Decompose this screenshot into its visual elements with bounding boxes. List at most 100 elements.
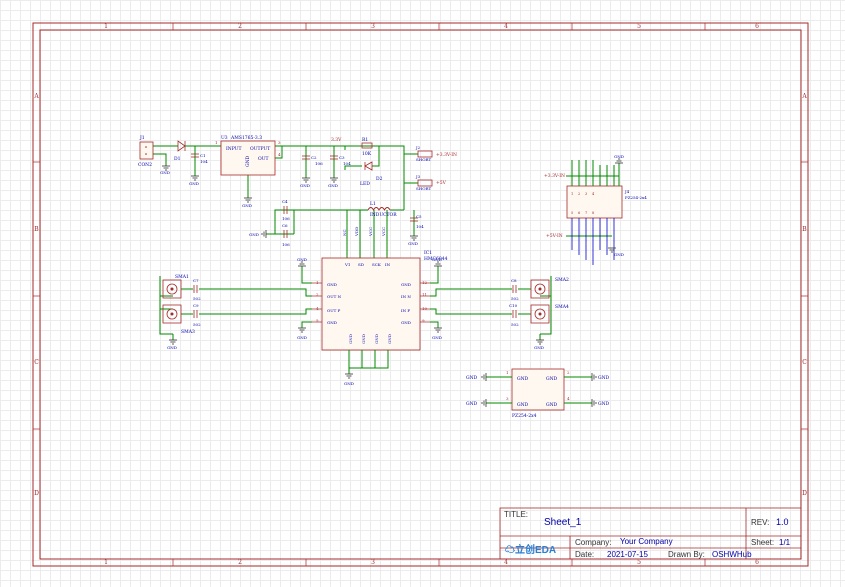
u3-pin-num: 1: [215, 140, 218, 145]
svg-text:GND: GND: [466, 401, 478, 407]
svg-text:GND: GND: [517, 376, 529, 382]
cap-c10[interactable]: [512, 310, 517, 318]
j2-value: SHORT: [416, 157, 431, 162]
sma3-connector[interactable]: [162, 304, 182, 324]
svg-text:GND: GND: [598, 401, 610, 407]
sma-left-section: SMA1 SMA3 C7 502 C9 502 GND: [159, 274, 312, 350]
sma2-connector[interactable]: [530, 279, 550, 299]
j3-ref: J3: [415, 174, 421, 179]
l1-value: INDUCTOR: [370, 212, 397, 218]
svg-text:GND: GND: [598, 375, 610, 381]
gnd-label: GND: [614, 252, 624, 257]
j1-value: CON2: [138, 162, 152, 168]
c6-value: 106: [282, 242, 290, 247]
cap-c6[interactable]: [283, 230, 288, 238]
svg-text:GND: GND: [328, 183, 338, 188]
c3-value: 104: [343, 161, 351, 166]
ic-right-nums: 12 11 10 9: [422, 280, 428, 323]
svg-text:11: 11: [422, 292, 427, 297]
j2-ref: J2: [415, 145, 421, 150]
row-label: C: [802, 359, 807, 366]
j5-pin-nums: 1 2 3 4: [506, 370, 570, 401]
svg-text:3: 3: [506, 396, 509, 401]
svg-text:GND: GND: [401, 282, 411, 287]
svg-text:OUT N: OUT N: [327, 294, 342, 299]
c2-value: 106: [315, 161, 323, 166]
sheet-title: Sheet_1: [544, 517, 582, 528]
pin-header-j5[interactable]: [511, 368, 565, 411]
svg-text:GND: GND: [432, 257, 442, 262]
sma2-ref: SMA2: [555, 277, 569, 283]
ic-hmc6044[interactable]: [321, 257, 421, 351]
resistor-r1[interactable]: [361, 142, 373, 149]
svg-text:8: 8: [592, 211, 594, 215]
c6-ref: C6: [282, 223, 288, 228]
cap-c4[interactable]: [283, 206, 288, 214]
col-label: 6: [755, 23, 759, 30]
row-label: D: [34, 490, 39, 497]
svg-text:1: 1: [316, 280, 319, 285]
sma1-connector[interactable]: [162, 279, 182, 299]
u3-pin-gnd: GND: [245, 155, 251, 167]
svg-text:GND: GND: [300, 183, 310, 188]
led-d2[interactable]: [364, 161, 373, 171]
gnd-symbols-bias: [261, 230, 418, 241]
cap-c8[interactable]: [512, 285, 517, 293]
header-j5-section: PZ254-2x4 GND GND GND GND 1 2 3 4 GND GN…: [466, 368, 610, 419]
cap-c3[interactable]: [330, 155, 338, 160]
c10-value: 502: [511, 322, 519, 327]
svg-text:V1: V1: [344, 262, 350, 267]
svg-text:GND: GND: [348, 334, 353, 344]
net-33v-in: +3.3V-IN: [544, 173, 565, 179]
svg-text:5: 5: [571, 211, 573, 215]
ic-top-pin-labels: VDD VCC VCC NC: [342, 227, 386, 237]
u3-ref: U3: [221, 135, 228, 141]
svg-text:2: 2: [316, 292, 319, 297]
lceda-logo: ☁立创EDA: [505, 541, 556, 556]
inductor-l1[interactable]: [367, 207, 391, 211]
svg-text:SCK: SCK: [372, 262, 382, 267]
company-label: Company:: [575, 538, 612, 547]
d2-value: LED: [360, 181, 370, 187]
cap-c1[interactable]: [191, 153, 199, 158]
r1-value: 10K: [362, 151, 372, 157]
jumper-j2[interactable]: [417, 150, 433, 158]
svg-text:SD: SD: [358, 262, 364, 267]
sma-right-section: SMA2 SMA4 C8 502 C10 502 GND: [430, 276, 569, 350]
regulator-u3[interactable]: [220, 140, 276, 176]
u3-pin-input: INPUT: [226, 146, 241, 152]
col-label: 3: [371, 559, 375, 566]
gnd-symbols-power: [162, 165, 338, 203]
row-label: A: [801, 93, 807, 100]
connector-j1[interactable]: [139, 141, 154, 160]
r1-ref: R1: [362, 137, 368, 143]
c7-ref: C7: [193, 278, 199, 283]
sma4-connector[interactable]: [530, 304, 550, 324]
jumper-j3[interactable]: [417, 179, 433, 187]
gnd-label: GND: [167, 345, 177, 350]
col-label: 5: [637, 559, 641, 566]
cap-c2[interactable]: [302, 155, 310, 160]
ic-right-pins: GND IN N IN P GND: [401, 282, 411, 325]
c8-ref: C8: [511, 278, 517, 283]
sheet-value: 1/1: [779, 538, 791, 547]
svg-text:GND: GND: [466, 375, 478, 381]
cap-c5[interactable]: [410, 217, 418, 222]
title-label: TITLE:: [504, 510, 529, 519]
sma1-ref: SMA1: [175, 274, 189, 280]
j5-value: PZ254-2x4: [512, 413, 537, 419]
pin-header-j4[interactable]: [566, 185, 623, 219]
svg-text:4: 4: [316, 306, 319, 311]
svg-text:GND: GND: [327, 282, 337, 287]
date-value: 2021-07-15: [607, 550, 648, 559]
power-section: J1 CON2 D1 C1 104: [138, 135, 457, 210]
svg-text:GND: GND: [546, 376, 558, 382]
svg-text:GND: GND: [401, 320, 411, 325]
diode-d1[interactable]: [177, 140, 186, 152]
c3-ref: C3: [339, 155, 345, 160]
cap-c9[interactable]: [193, 310, 198, 318]
row-label: B: [34, 226, 39, 233]
cap-c7[interactable]: [193, 285, 198, 293]
ic1-value: HMC6044: [424, 256, 448, 262]
